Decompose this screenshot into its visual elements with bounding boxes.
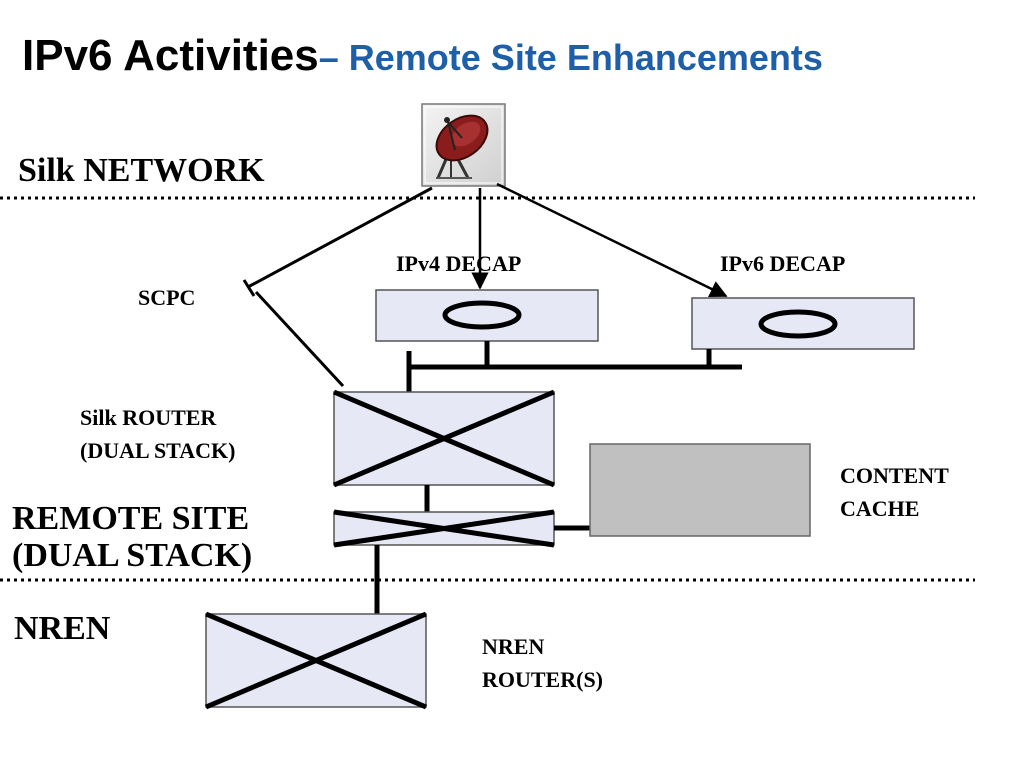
- content-cache-label-line2: CACHE: [840, 496, 920, 521]
- nren-router-box: [205, 611, 427, 710]
- silk-router-box: [333, 389, 555, 488]
- title-sub: – Remote Site Enhancements: [318, 37, 823, 78]
- silk-router-label-line1: Silk ROUTER: [80, 405, 217, 430]
- content-cache-label-line1: CONTENT: [840, 463, 949, 488]
- silk-router-label-line2: (DUAL STACK): [80, 438, 236, 463]
- title-main: IPv6 Activities: [22, 31, 319, 80]
- scpc-tick: [242, 279, 256, 297]
- nren-router-label-line2: ROUTER(S): [482, 667, 604, 692]
- nren-router-label-line1: NREN: [482, 634, 545, 659]
- remote-site-label: REMOTE SITE (DUAL STACK): [12, 500, 252, 575]
- remote-site-label-line2: (DUAL STACK): [12, 537, 253, 575]
- satellite-to-scpc-link: [247, 186, 433, 289]
- ipv6-decap-interface-icon: [758, 309, 838, 339]
- remote-site-switch-box: [333, 509, 555, 548]
- content-cache-label: CONTENT CACHE: [840, 459, 949, 525]
- satellite-to-ipv6-arrow: [496, 182, 728, 298]
- lan-bus: [406, 341, 742, 392]
- silk-network-label: Silk NETWORK: [18, 152, 265, 189]
- nren-label: NREN: [14, 610, 111, 647]
- scpc-to-silk-router-link: [254, 290, 345, 388]
- page-title: IPv6 Activities– Remote Site Enhancement…: [22, 34, 823, 78]
- ipv6-decap-box: [691, 297, 915, 350]
- remote-site-label-line1: REMOTE SITE: [12, 500, 250, 537]
- ipv4-decap-interface-icon: [442, 300, 522, 330]
- ipv6-decap-label: IPv6 DECAP: [720, 251, 846, 276]
- ipv4-decap-label: IPv4 DECAP: [396, 251, 522, 276]
- ipv4-decap-box: [375, 289, 599, 342]
- silk-router-label: Silk ROUTER (DUAL STACK): [80, 401, 235, 467]
- scpc-label: SCPC: [138, 285, 196, 310]
- satellite-dish-icon: [421, 103, 506, 187]
- content-cache-box: [589, 443, 811, 537]
- nren-router-label: NREN ROUTER(S): [482, 630, 603, 696]
